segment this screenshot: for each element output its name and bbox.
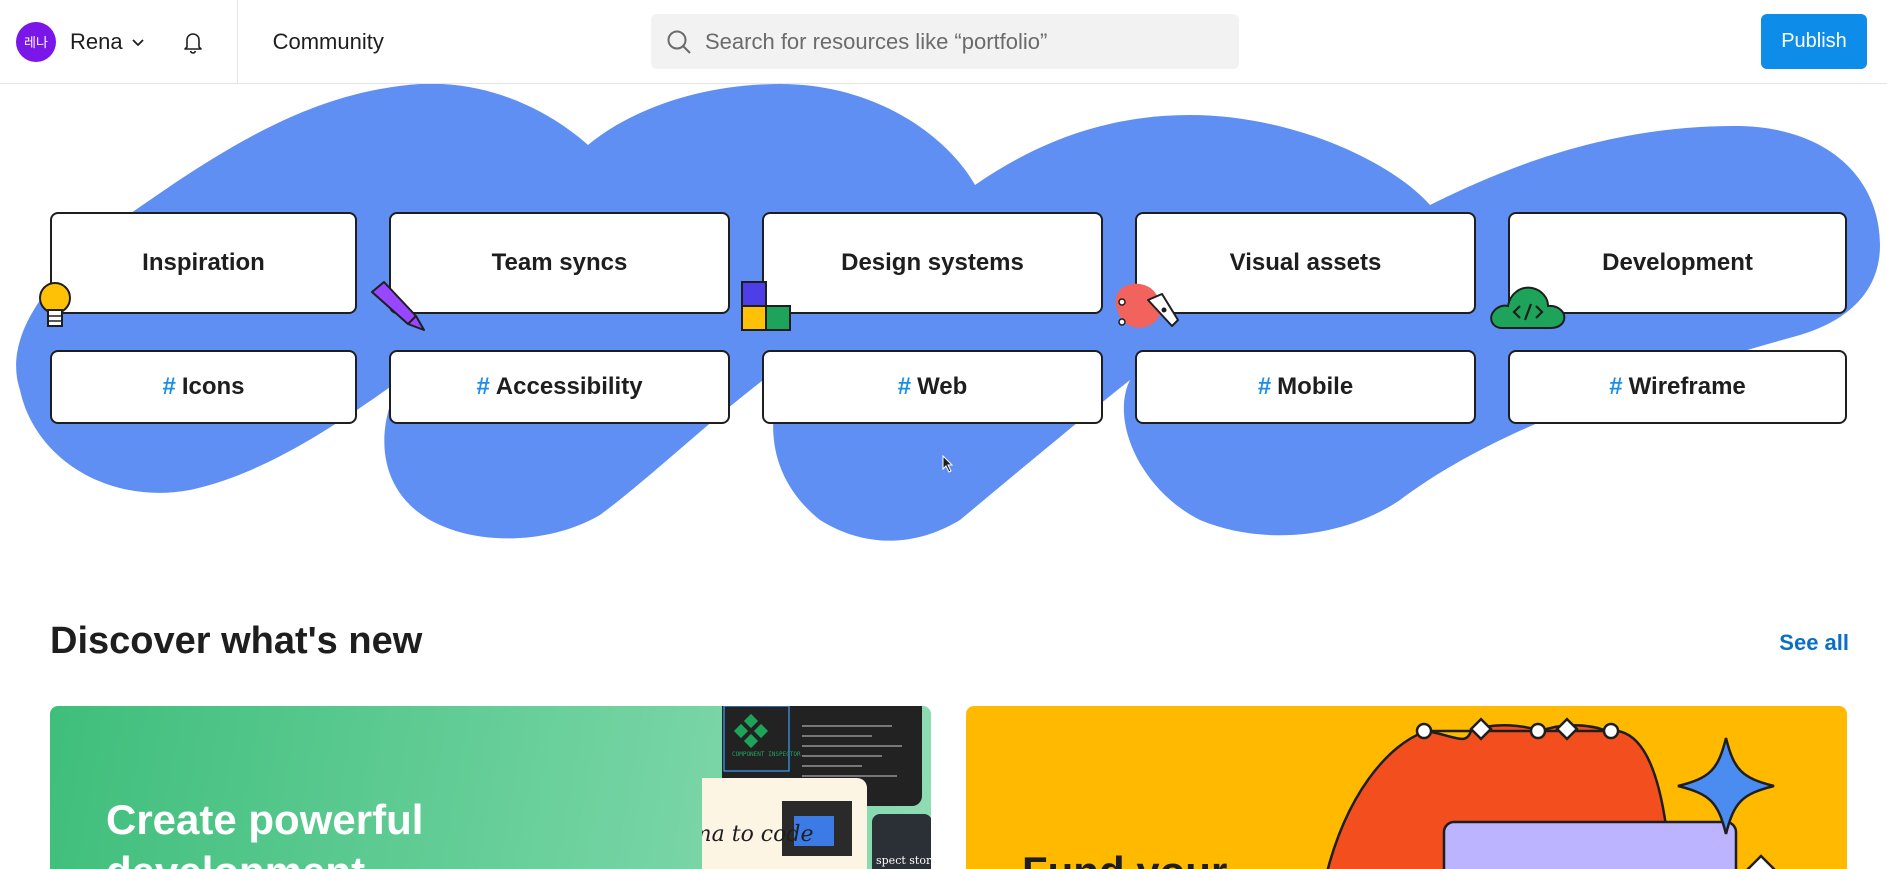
tag-card-web[interactable]: # Web — [762, 350, 1103, 424]
hero-background — [16, 84, 1880, 541]
header-divider — [236, 0, 238, 84]
tag-card-accessibility[interactable]: # Accessibility — [389, 350, 730, 424]
user-name[interactable]: Rena — [70, 28, 123, 54]
discover-title: Discover what's new — [50, 620, 423, 662]
promo-inspector-label: COMPONENT INSPECTOR — [732, 751, 801, 758]
category-card-visual-assets[interactable]: Visual assets — [1135, 212, 1476, 314]
hash-icon: # — [1609, 373, 1623, 400]
search-icon — [667, 30, 691, 54]
publish-button[interactable]: Publish — [1761, 14, 1867, 69]
tag-label: Wireframe — [1628, 373, 1746, 400]
cloud-code-icon — [1490, 286, 1566, 329]
hash-icon: # — [476, 373, 490, 400]
promo-card-title: Create powerful development — [106, 796, 424, 869]
category-label: Design systems — [841, 249, 1024, 276]
category-card-design-systems[interactable]: Design systems — [762, 212, 1103, 314]
promo-screenshot-art: COMPONENT INSPECTOR figma to code spect … — [702, 706, 931, 869]
tag-card-icons[interactable]: # Icons — [50, 350, 357, 424]
top-bar: 레나 Rena Community Publish — [0, 0, 1887, 84]
promo-illustration — [1326, 717, 1776, 869]
tag-label: Web — [917, 373, 968, 400]
avatar[interactable]: 레나 — [16, 21, 56, 62]
hash-icon: # — [897, 373, 912, 400]
promo-card-title: Fund your — [1022, 848, 1227, 869]
promo-card-development[interactable]: Create powerful development COMPONENT IN… — [50, 706, 931, 869]
promo-caption-2: spect stories — [876, 854, 931, 867]
tag-label: Accessibility — [495, 373, 643, 400]
bell-icon[interactable] — [179, 28, 207, 56]
hash-icon: # — [162, 373, 176, 400]
promo-card-fund[interactable]: Fund your — [966, 706, 1847, 869]
see-all-link[interactable]: See all — [1779, 630, 1849, 655]
hash-icon: # — [1257, 373, 1272, 400]
category-label: Team syncs — [491, 249, 628, 276]
pen-tool-icon — [1115, 283, 1179, 328]
tag-card-mobile[interactable]: # Mobile — [1135, 350, 1476, 424]
section-title[interactable]: Community — [272, 28, 384, 54]
category-card-inspiration[interactable]: Inspiration — [50, 212, 357, 314]
chevron-down-icon[interactable] — [131, 35, 145, 49]
user-menu[interactable]: 레나 Rena — [0, 0, 207, 84]
lightbulb-icon — [39, 282, 71, 327]
tag-label: Icons — [181, 373, 245, 400]
category-card-development[interactable]: Development — [1508, 212, 1847, 314]
search-input[interactable] — [705, 28, 1225, 55]
pencil-icon — [371, 281, 425, 331]
promo-caption: figma to code — [702, 822, 813, 847]
category-label: Inspiration — [142, 249, 265, 276]
search-bar[interactable] — [651, 14, 1239, 69]
category-label: Visual assets — [1229, 249, 1382, 276]
tag-label: Mobile — [1277, 373, 1354, 400]
tag-card-wireframe[interactable]: # Wireframe — [1508, 350, 1847, 424]
category-label: Development — [1602, 249, 1753, 276]
category-card-team-syncs[interactable]: Team syncs — [389, 212, 730, 314]
mouse-cursor-icon — [942, 455, 954, 473]
components-icon — [741, 281, 791, 331]
